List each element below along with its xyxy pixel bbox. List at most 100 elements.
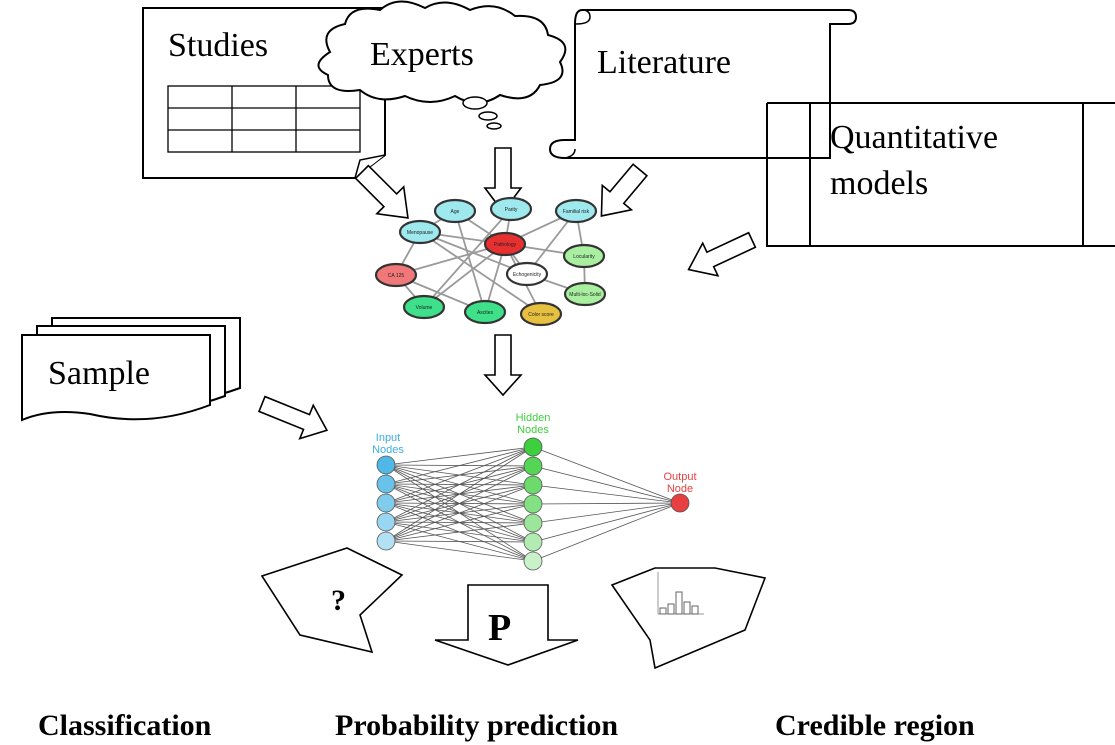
bn-node-label: Menopause	[407, 230, 433, 236]
classification-label: Classification	[38, 709, 212, 742]
bn-node: Color score	[519, 301, 563, 327]
nn-connection	[385, 522, 534, 542]
input-node	[376, 531, 396, 551]
input-node	[376, 474, 396, 494]
mini-histogram	[657, 572, 704, 615]
mini-histogram-bar	[667, 603, 675, 615]
arrow-quantitative-to-network	[687, 231, 757, 277]
hidden-nodes-label-line1: Hidden	[516, 412, 551, 424]
output-node-label-line2: Node	[667, 483, 693, 495]
probability-symbol: P	[488, 607, 511, 649]
quantitative-label-line2: models	[830, 165, 928, 202]
nn-connection	[385, 503, 534, 542]
input-node	[376, 493, 396, 513]
classification-arrow: ?	[260, 547, 404, 654]
input-arrows	[257, 147, 757, 440]
hidden-nodes-label-line2: Nodes	[517, 424, 549, 436]
input-node	[376, 455, 396, 475]
nn-connection	[532, 502, 681, 524]
bn-node-label: Color score	[528, 312, 554, 318]
output-node-label-line1: Output	[663, 471, 696, 483]
bn-node: Volume	[402, 294, 446, 320]
experts-label: Experts	[370, 36, 474, 73]
bn-edge	[454, 210, 486, 313]
arrow-literature-to-network	[600, 163, 649, 217]
nn-connection	[385, 484, 534, 542]
nn-connection	[532, 502, 681, 562]
input-nodes-label-line1: Input	[376, 432, 400, 444]
credible-region-arrow	[610, 567, 767, 670]
nn-connection	[385, 446, 534, 485]
bn-node-label: Volume	[416, 305, 433, 311]
literature-label: Literature	[597, 44, 731, 81]
nn-connection	[385, 540, 534, 562]
hidden-node	[523, 475, 543, 495]
hidden-node	[523, 494, 543, 514]
nn-connection	[385, 465, 534, 542]
nn-connection	[532, 484, 681, 504]
neural-network: Input Nodes Hidden Nodes Output Node	[372, 412, 697, 571]
quantitative-models-box: Quantitative models	[766, 102, 1115, 247]
bn-node-label: Pathology	[494, 242, 517, 248]
bn-node-label: Familial risk	[563, 209, 590, 215]
neural-network-connections	[385, 446, 681, 562]
arrow-studies-to-network	[354, 164, 409, 219]
quantitative-label-line1: Quantitative	[830, 119, 998, 156]
bn-node: Familial risk	[554, 198, 598, 224]
credible-region-label: Credible region	[775, 709, 975, 742]
bn-node: CA 125	[374, 262, 418, 288]
studies-table-grid	[167, 85, 361, 153]
input-node	[376, 512, 396, 532]
nn-connection	[385, 446, 534, 542]
bn-edge	[423, 208, 512, 308]
arrow-network-to-neural-net	[483, 334, 523, 397]
input-nodes-label-line2: Nodes	[372, 444, 404, 456]
bn-edge	[423, 243, 506, 308]
bn-node-label: Locularity	[573, 254, 595, 260]
nn-connection	[532, 446, 681, 504]
literature-scroll: Literature	[548, 9, 858, 159]
bn-node: Menopause	[398, 219, 442, 245]
bn-node: Parity	[489, 196, 533, 222]
arrow-sample-to-neural-net	[257, 395, 329, 440]
bn-edge	[419, 231, 528, 275]
hidden-node	[523, 551, 543, 571]
mini-histogram-bar	[659, 607, 667, 615]
nn-connection	[532, 502, 681, 505]
nn-connection	[385, 540, 534, 543]
bn-node: Pathology	[483, 231, 527, 257]
bn-node: Locularity	[562, 243, 606, 269]
bn-node: Ascites	[463, 299, 507, 325]
hidden-node	[523, 513, 543, 533]
experts-cloud: Experts	[317, 0, 567, 130]
probability-arrow: P	[434, 584, 579, 666]
nn-connection	[532, 465, 681, 504]
mini-histogram-bar	[683, 601, 691, 615]
nn-connection	[385, 446, 534, 466]
mini-histogram-bar	[691, 605, 699, 615]
sample-documents: Sample	[21, 317, 241, 422]
nn-connection	[385, 446, 534, 504]
bn-edge	[419, 231, 542, 315]
nn-connection	[532, 502, 681, 543]
studies-document: Studies	[142, 7, 386, 179]
bn-node-label: Echogenicity	[513, 272, 542, 278]
hidden-node	[523, 437, 543, 457]
bn-node: Echogenicity	[505, 261, 549, 287]
bn-node-label: Ascites	[477, 310, 494, 316]
hidden-node	[523, 456, 543, 476]
hidden-node	[523, 532, 543, 552]
sample-label: Sample	[48, 355, 150, 392]
bn-node-label: Parity	[505, 207, 518, 213]
studies-label: Studies	[168, 27, 268, 64]
output-node	[670, 493, 690, 513]
classification-symbol: ?	[331, 584, 346, 617]
bayesian-network: Age Parity Familial riskMenopausePathology…	[374, 196, 607, 327]
bn-node-label: Multi-loc-Solid	[569, 292, 601, 298]
probability-label: Probability prediction	[335, 709, 618, 742]
bn-node: Multi-loc-Solid	[563, 281, 607, 307]
bn-node-label: Age	[451, 209, 460, 215]
bn-node: Age	[433, 198, 477, 224]
bn-node-label: CA 125	[388, 273, 405, 279]
